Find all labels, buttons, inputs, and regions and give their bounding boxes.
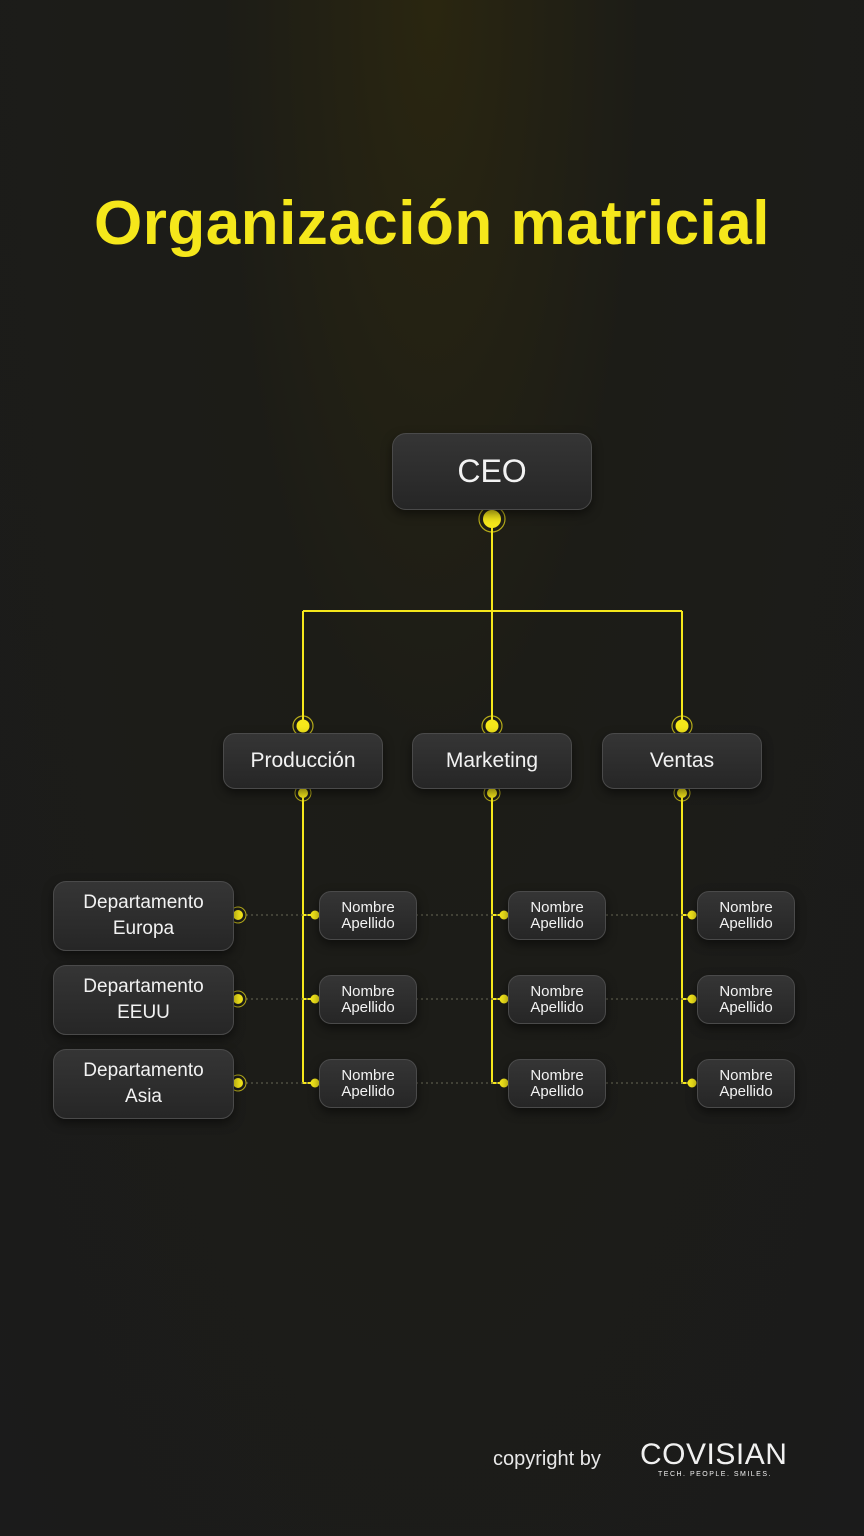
department-asia-box: Departamento Asia: [53, 1049, 234, 1119]
function-produccion-box: Producción: [223, 733, 383, 789]
person-box: Nombre Apellido: [508, 1059, 606, 1108]
person-box: Nombre Apellido: [508, 891, 606, 940]
function-ventas-box: Ventas: [602, 733, 762, 789]
person-box: Nombre Apellido: [319, 891, 417, 940]
department-label: Departamento: [83, 892, 204, 913]
person-last-name: Apellido: [719, 914, 773, 932]
department-region: EEUU: [117, 1002, 170, 1023]
person-last-name: Apellido: [530, 998, 584, 1016]
person-box: Nombre Apellido: [319, 975, 417, 1024]
person-dots: [310, 910, 697, 1088]
function-bottom-dots: [294, 784, 691, 802]
department-label: Departamento: [83, 976, 204, 997]
person-box: Nombre Apellido: [697, 891, 795, 940]
produccion-vertical-line: [302, 793, 315, 1084]
person-box: Nombre Apellido: [697, 975, 795, 1024]
person-last-name: Apellido: [341, 914, 395, 932]
ceo-label: CEO: [457, 453, 527, 489]
brand-tagline: TECH. PEOPLE. SMILES.: [658, 1471, 772, 1478]
person-first-name: Nombre: [341, 982, 395, 1000]
person-last-name: Apellido: [530, 1082, 584, 1100]
function-top-dots: [292, 715, 693, 737]
person-last-name: Apellido: [719, 998, 773, 1016]
person-first-name: Nombre: [341, 898, 395, 916]
page-title: Organización matricial: [94, 189, 770, 258]
function-ventas-label: Ventas: [649, 749, 715, 772]
person-first-name: Nombre: [530, 1066, 584, 1084]
person-first-name: Nombre: [719, 898, 773, 916]
person-last-name: Apellido: [530, 914, 584, 932]
person-last-name: Apellido: [719, 1082, 773, 1100]
function-marketing-box: Marketing: [412, 733, 572, 789]
copyright-text: copyright by: [493, 1448, 601, 1470]
department-europa-box: Departamento Europa: [53, 881, 234, 951]
person-last-name: Apellido: [341, 998, 395, 1016]
person-first-name: Nombre: [530, 982, 584, 1000]
person-box: Nombre Apellido: [508, 975, 606, 1024]
ventas-vertical-line: [681, 793, 692, 1084]
marketing-vertical-line: [491, 793, 504, 1084]
function-marketing-label: Marketing: [445, 749, 539, 772]
person-first-name: Nombre: [719, 982, 773, 1000]
person-box: Nombre Apellido: [697, 1059, 795, 1108]
department-eeuu-box: Departamento EEUU: [53, 965, 234, 1035]
person-first-name: Nombre: [341, 1066, 395, 1084]
department-region: Europa: [112, 918, 175, 939]
brand-name: COVISIAN: [640, 1438, 788, 1471]
person-first-name: Nombre: [530, 898, 584, 916]
function-produccion-label: Producción: [250, 749, 356, 772]
brand-logo: COVISIAN TECH. PEOPLE. SMILES.: [640, 1438, 788, 1479]
person-first-name: Nombre: [719, 1066, 773, 1084]
department-region: Asia: [125, 1086, 162, 1107]
department-label: Departamento: [83, 1060, 204, 1081]
person-last-name: Apellido: [341, 1082, 395, 1100]
ceo-box: CEO: [392, 433, 592, 510]
person-box: Nombre Apellido: [319, 1059, 417, 1108]
